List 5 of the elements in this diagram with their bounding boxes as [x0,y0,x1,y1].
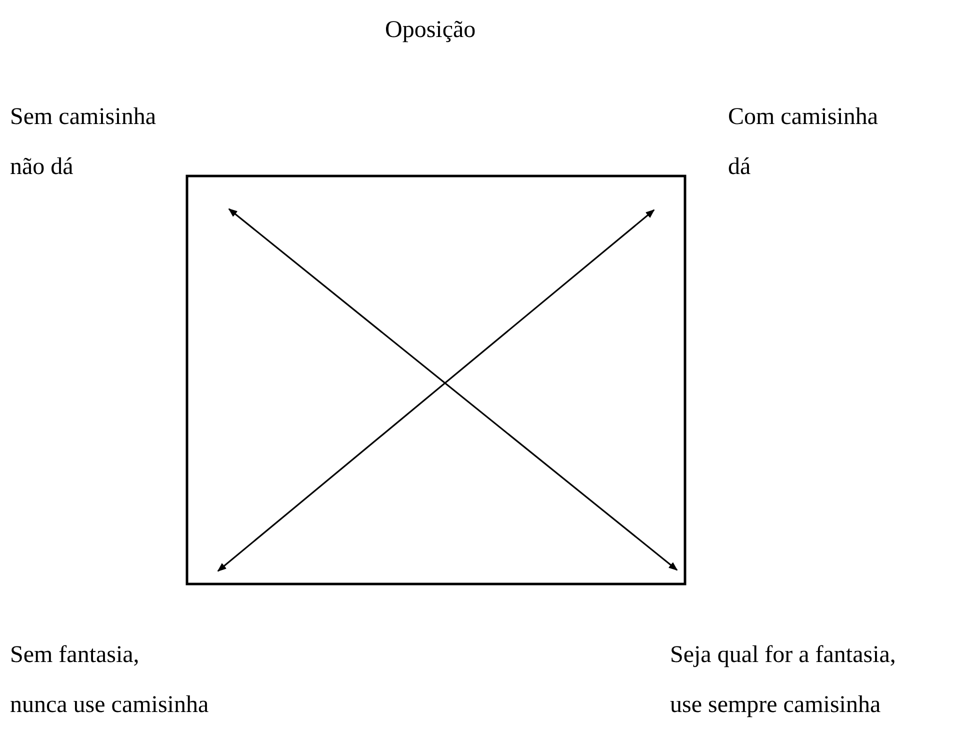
corner-term: Sem camisinha não dá [10,92,228,208]
corner-term: Seja qual for a fantasia, use sempre camisinha [670,568,968,728]
relation-label: Oposição [385,16,476,45]
corner-term: Com camisinha dá [648,92,967,208]
corner-term: Sem fantasia, nunca use camisinha [10,568,224,728]
